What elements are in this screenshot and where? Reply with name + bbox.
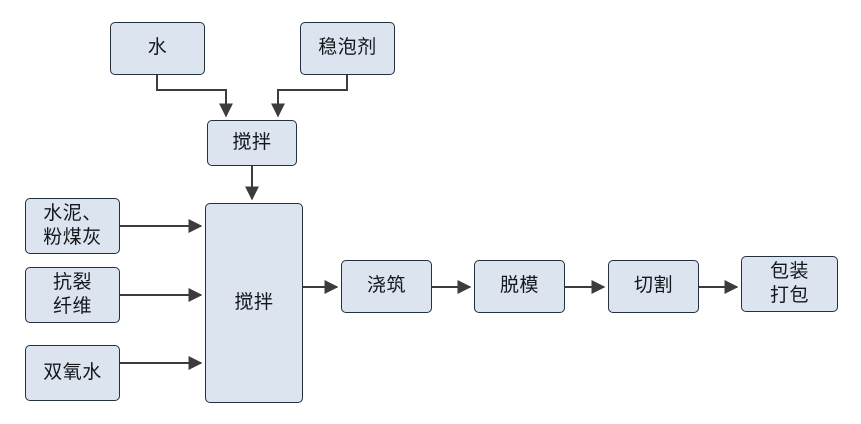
node-mixing-primary[interactable]: 搅拌 — [207, 120, 297, 166]
node-cement-flyash[interactable]: 水泥、 粉煤灰 — [25, 198, 120, 254]
node-water[interactable]: 水 — [110, 22, 205, 75]
node-demolding[interactable]: 脱模 — [474, 260, 565, 313]
node-anticrack-fiber[interactable]: 抗裂 纤维 — [25, 267, 120, 323]
edge-water-to-mix1 — [156, 75, 233, 118]
node-foam-stabilizer[interactable]: 稳泡剂 — [300, 22, 395, 75]
node-casting[interactable]: 浇筑 — [341, 260, 432, 313]
edge-foam-to-mix1 — [271, 75, 348, 118]
node-packaging[interactable]: 包装 打包 — [741, 256, 838, 312]
node-cutting[interactable]: 切割 — [608, 260, 699, 313]
node-hydrogen-peroxide[interactable]: 双氧水 — [25, 345, 120, 401]
node-mixing-main[interactable]: 搅拌 — [205, 203, 303, 403]
